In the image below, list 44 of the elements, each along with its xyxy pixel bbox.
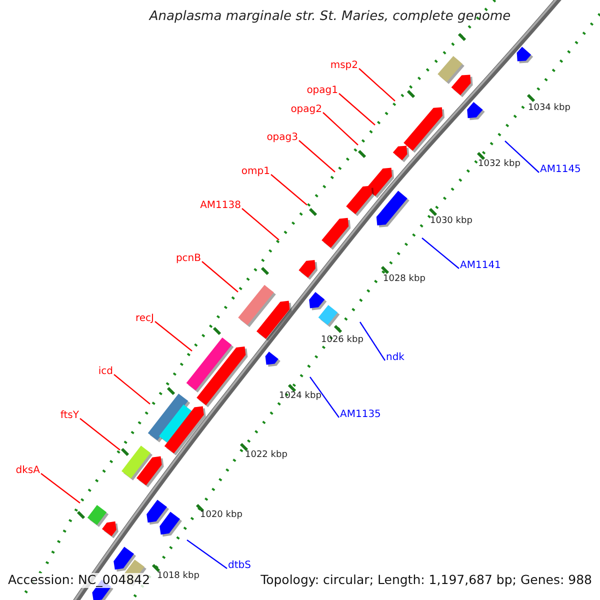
gene-label: AM1135: [340, 410, 381, 420]
leader-line: [242, 208, 280, 240]
gene-label: opag2: [290, 105, 322, 115]
gene-label: msp2: [330, 61, 358, 71]
leader-line: [310, 376, 340, 418]
gene-label: icd: [98, 367, 113, 377]
leader-line: [114, 374, 150, 404]
leader-line: [360, 322, 386, 361]
tick-label: 1032 kbp: [478, 160, 520, 169]
gene-label: dksA: [16, 466, 40, 476]
tick-label: 1024 kbp: [279, 392, 322, 401]
gene-label: AM1141: [460, 261, 501, 271]
tick-label: 1022 kbp: [245, 451, 288, 460]
gene-label: ndk: [386, 353, 404, 363]
leader-line: [422, 238, 460, 269]
map-title: Anaplasma marginale str. St. Maries, complete genome: [149, 10, 511, 23]
leader-line: [270, 174, 308, 206]
leader-line: [202, 261, 238, 292]
tick-label: 1018 kbp: [157, 572, 200, 581]
tick-label: 1030 kbp: [430, 217, 472, 226]
leader-line: [298, 140, 336, 172]
leader-line: [322, 112, 358, 146]
leader-line: [338, 93, 376, 126]
accession-text: Accession: NC_004842: [6, 573, 152, 588]
gene-label: ftsY: [60, 411, 79, 421]
genome-info-text: Topology: circular; Length: 1,197,687 bp; Genes: 988: [258, 573, 594, 588]
leader-line: [504, 140, 540, 173]
leader-line: [40, 473, 80, 504]
gene-label: dtbS: [228, 561, 251, 571]
leader-line: [186, 540, 228, 569]
gene-label: recJ: [136, 314, 154, 324]
gene-label: omp1: [241, 167, 270, 177]
gene-label: opag1: [306, 86, 338, 96]
tick-label: 1028 kbp: [383, 275, 426, 284]
tick-label: 1020 kbp: [200, 511, 242, 520]
gene-label: AM1145: [540, 165, 581, 175]
gene-label: opag3: [266, 133, 298, 143]
leader-line: [154, 321, 192, 352]
gene-label: AM1138: [200, 201, 241, 211]
leader-line: [80, 418, 120, 450]
tick-label: 1026 kbp: [321, 336, 364, 345]
gene-label: pcnB: [176, 254, 201, 264]
leader-line: [358, 68, 396, 102]
tick-label: 1034 kbp: [528, 104, 570, 113]
